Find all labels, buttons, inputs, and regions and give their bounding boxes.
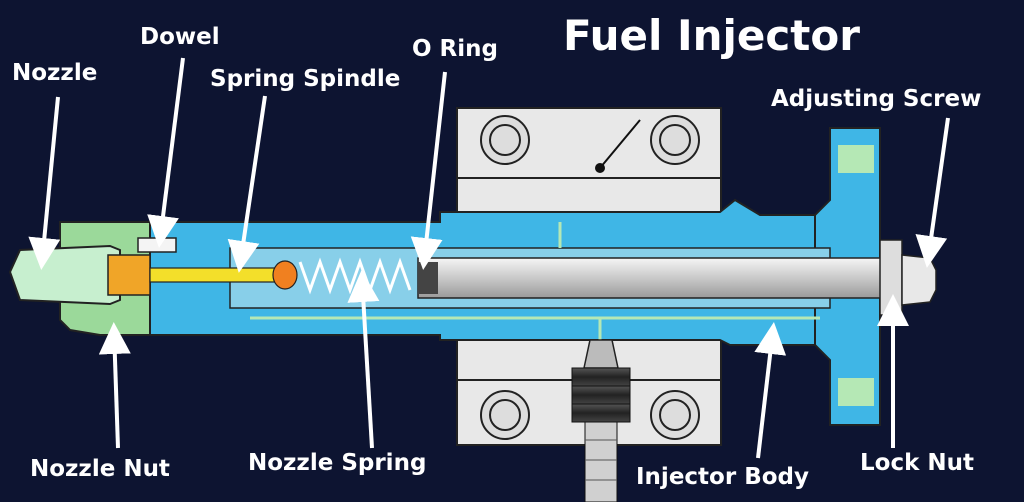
push-rod	[417, 257, 889, 299]
label-nozzle: Nozzle	[12, 60, 98, 86]
label-nozzle-spring: Nozzle Spring	[248, 450, 427, 476]
nozzle-arrow	[28, 96, 61, 270]
clamp-upper	[456, 107, 722, 224]
label-spring-spindle: Spring Spindle	[210, 66, 401, 92]
dowel-arrow	[147, 57, 185, 248]
label-nozzle-nut: Nozzle Nut	[30, 456, 170, 482]
spring-spindle-arrow	[227, 95, 267, 273]
label-o-ring: O Ring	[412, 36, 498, 62]
dowel-shape	[137, 237, 177, 253]
adjusting-screw-shape	[901, 254, 937, 306]
o-ring-arrow	[410, 71, 447, 270]
leader-lines	[28, 57, 950, 459]
nozzle-shape	[8, 244, 151, 306]
label-lock-nut: Lock Nut	[860, 450, 975, 476]
injector-body-arrow	[754, 322, 787, 459]
label-injector-body: Injector Body	[636, 464, 809, 490]
nozzle-spring-arrow	[347, 270, 380, 449]
fuel-inlet-fitting	[571, 339, 631, 502]
nozzle-nut-arrow	[98, 322, 131, 449]
adjusting-screw-arrow	[915, 117, 950, 268]
label-dowel: Dowel	[140, 24, 220, 50]
diagram-title: Fuel Injector	[563, 11, 860, 60]
label-adjusting-screw: Adjusting Screw	[771, 86, 982, 112]
